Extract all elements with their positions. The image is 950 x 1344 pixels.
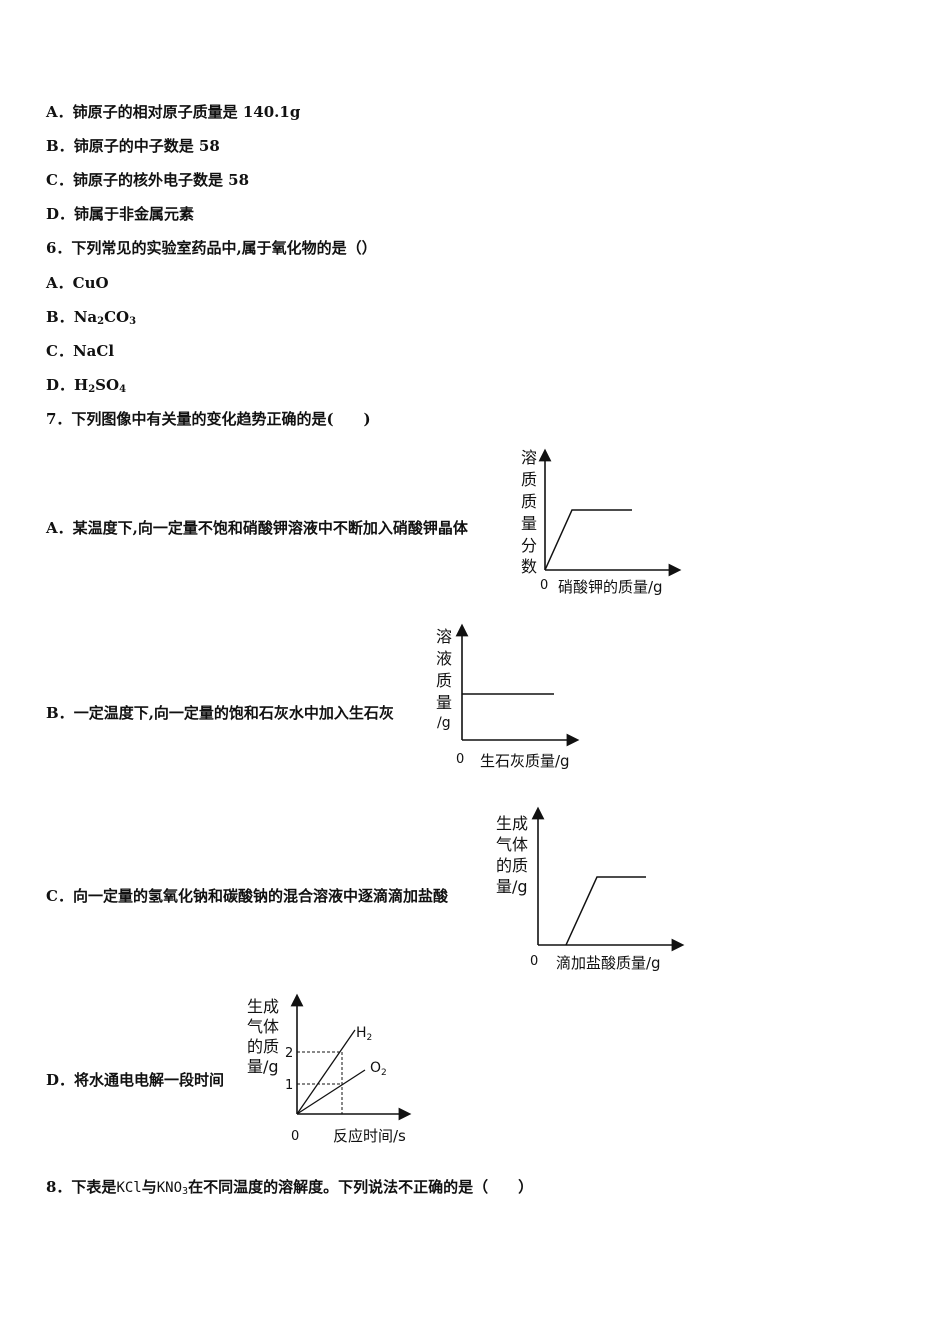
option-label: B．	[46, 704, 74, 722]
option-label: B．	[46, 137, 74, 155]
y-label-char: 质	[521, 492, 537, 511]
h2-label: H2	[356, 1025, 372, 1043]
option-label: C．	[46, 171, 73, 189]
q6-stem: 6．下列常见的实验室药品中,属于氧化物的是（）	[46, 239, 377, 257]
formula-part: CO	[104, 308, 130, 326]
y-label-line: 量/g	[247, 1057, 279, 1076]
y-label-char: 液	[436, 649, 452, 668]
option-label: C．	[46, 342, 73, 360]
option-label: B．	[46, 308, 74, 326]
formula-kcl: KCl	[116, 1180, 142, 1196]
graph-c: 生成 气体 的质 量/g 0 滴加盐酸质量/g	[496, 806, 685, 972]
formula-subscript: 3	[129, 316, 137, 327]
y-label-char: 分	[521, 536, 537, 555]
option-text: 铈属于非金属元素	[74, 205, 195, 223]
formula-subscript: 4	[119, 384, 127, 395]
option-label: A．	[46, 103, 73, 121]
y-label-char: 溶	[521, 448, 537, 467]
x-axis-label: 滴加盐酸质量/g	[556, 954, 661, 972]
option-text: 铈原子的相对原子质量是 140.1g	[72, 103, 301, 121]
q7-option-c: C．向一定量的氢氧化钠和碳酸钠的混合溶液中逐滴滴加盐酸	[46, 886, 448, 906]
stem-prefix: 8．下表是	[46, 1178, 117, 1196]
graph-d: 生成 气体 的质 量/g 2 1 H2 O2 0 反应时间/s	[247, 993, 412, 1145]
x-axis-label: 硝酸钾的质量/g	[558, 578, 663, 596]
option-label: A．	[46, 274, 73, 292]
y-label-unit: /g	[437, 715, 451, 731]
option-text: 将水通电电解一段时间	[74, 1071, 225, 1089]
y-label-line: 生成	[247, 997, 279, 1016]
q5-option-d: D．铈属于非金属元素	[46, 204, 194, 224]
graph-a: 溶 质 质 量 分 数 0 硝酸钾的质量/g	[521, 448, 682, 596]
origin-label: 0	[291, 1129, 299, 1144]
option-label: D．	[46, 1071, 75, 1089]
option-label: C．	[46, 887, 73, 905]
y-label-char: 溶	[436, 627, 452, 646]
y-label-line: 气体	[247, 1017, 279, 1036]
tick-label: 2	[285, 1046, 293, 1061]
y-label-char: 量	[436, 693, 452, 712]
graph-b: 溶 液 质 量 /g 0 生石灰质量/g	[436, 623, 580, 770]
q7-option-b: B．一定温度下,向一定量的饱和石灰水中加入生石灰	[46, 703, 394, 723]
option-label: A．	[46, 519, 73, 537]
stem-mid: 与	[141, 1178, 157, 1196]
y-label-char: 质	[436, 671, 452, 690]
origin-label: 0	[530, 954, 538, 969]
tick-label: 1	[285, 1078, 293, 1093]
option-text: 铈原子的核外电子数是 58	[72, 171, 250, 189]
x-axis-label: 生石灰质量/g	[480, 752, 570, 770]
y-label-char: 质	[521, 470, 537, 489]
y-label-char: 数	[521, 557, 537, 576]
formula-subscript: 2	[88, 384, 96, 395]
y-label-line: 量/g	[496, 877, 528, 896]
y-label-line: 的质	[247, 1037, 279, 1056]
option-text: CuO	[72, 274, 109, 292]
q6-option-c: C．NaCl	[46, 341, 114, 361]
origin-label: 0	[456, 752, 464, 767]
option-label: D．	[46, 205, 75, 223]
y-label-line: 气体	[496, 835, 528, 854]
curve	[565, 876, 646, 946]
q7-stem: 7．下列图像中有关量的变化趋势正确的是( )	[46, 410, 371, 428]
option-text: 铈原子的中子数是 58	[73, 137, 220, 155]
q8-stem: 8．下表是KCl与KNO3在不同温度的溶解度。下列说法不正确的是（ ）	[46, 1177, 533, 1202]
option-text: NaCl	[72, 342, 115, 360]
curve	[544, 509, 632, 571]
x-axis-label: 反应时间/s	[333, 1127, 406, 1145]
q5-option-c: C．铈原子的核外电子数是 58	[46, 170, 249, 190]
y-label-char: 量	[521, 514, 537, 533]
y-label-line: 的质	[496, 856, 528, 875]
q6-option-b: B．Na2CO3	[46, 307, 136, 332]
option-text: 向一定量的氢氧化钠和碳酸钠的混合溶液中逐滴滴加盐酸	[72, 887, 448, 905]
q6-option-d: D．H2SO4	[46, 375, 126, 400]
formula-subscript: 2	[97, 316, 105, 327]
h2-line	[296, 1029, 356, 1115]
option-label: D．	[46, 376, 75, 394]
formula-part: Na	[73, 308, 98, 326]
formula-part: H	[74, 376, 89, 394]
q6-option-a: A．CuO	[46, 273, 109, 293]
origin-label: 0	[540, 578, 548, 593]
stem-suffix: 在不同温度的溶解度。下列说法不正确的是（ ）	[188, 1178, 534, 1196]
formula-kno3: KNO3	[156, 1180, 189, 1197]
q7-option-a: A．某温度下,向一定量不饱和硝酸钾溶液中不断加入硝酸钾晶体	[46, 518, 468, 538]
o2-line	[296, 1069, 366, 1115]
option-text: 某温度下,向一定量不饱和硝酸钾溶液中不断加入硝酸钾晶体	[72, 519, 468, 537]
o2-label: O2	[370, 1060, 387, 1078]
q5-option-a: A．铈原子的相对原子质量是 140.1g	[46, 102, 300, 122]
formula-part: SO	[95, 376, 120, 394]
option-text: 一定温度下,向一定量的饱和石灰水中加入生石灰	[73, 704, 394, 722]
q5-option-b: B．铈原子的中子数是 58	[46, 136, 220, 156]
q7-option-d: D．将水通电电解一段时间	[46, 1070, 224, 1090]
y-label-line: 生成	[496, 814, 528, 833]
